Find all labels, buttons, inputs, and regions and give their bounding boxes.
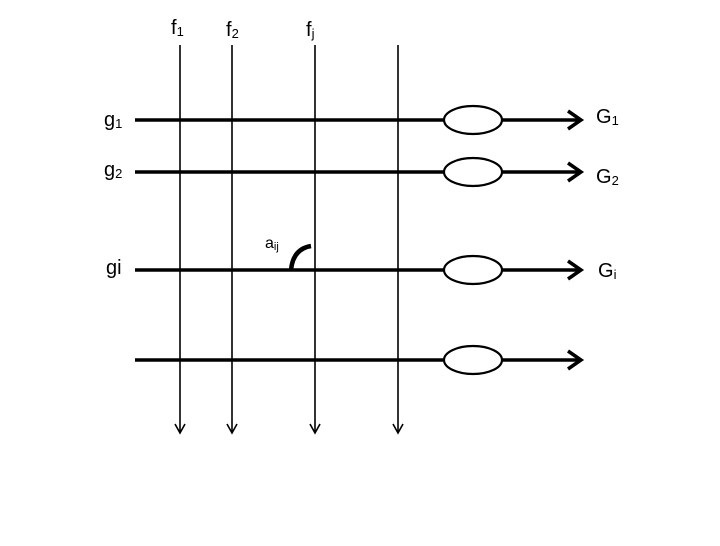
row-arrow-4 [567,349,585,371]
row-input-label-g2: g2 [104,159,123,181]
weight-label-aij: aij [265,235,279,253]
weight-arc-aij [288,243,312,271]
column-arrow-4 [392,423,404,435]
column-label-f2: f2 [226,19,239,41]
column-label-fj: fj [306,19,315,41]
column-arrow-fj [309,423,321,435]
column-arrow-f1 [174,423,186,435]
row-arrow-g2 [567,161,585,183]
column-arrow-f2 [226,423,238,435]
row-arrow-g1 [567,109,585,131]
row-output-label-G1: G1 [596,106,619,128]
node-ellipse-i [442,254,504,286]
row-output-label-G2: G2 [596,166,619,188]
row-arrow-gi [567,259,585,281]
column-label-f1: f1 [171,17,184,39]
row-input-label-gi: gi [106,257,122,279]
node-ellipse-4 [442,344,504,376]
node-ellipse-1 [442,104,504,136]
row-output-label-Gi: Gi [598,260,617,282]
row-input-label-g1: g1 [104,109,123,131]
node-ellipse-2 [442,156,504,188]
